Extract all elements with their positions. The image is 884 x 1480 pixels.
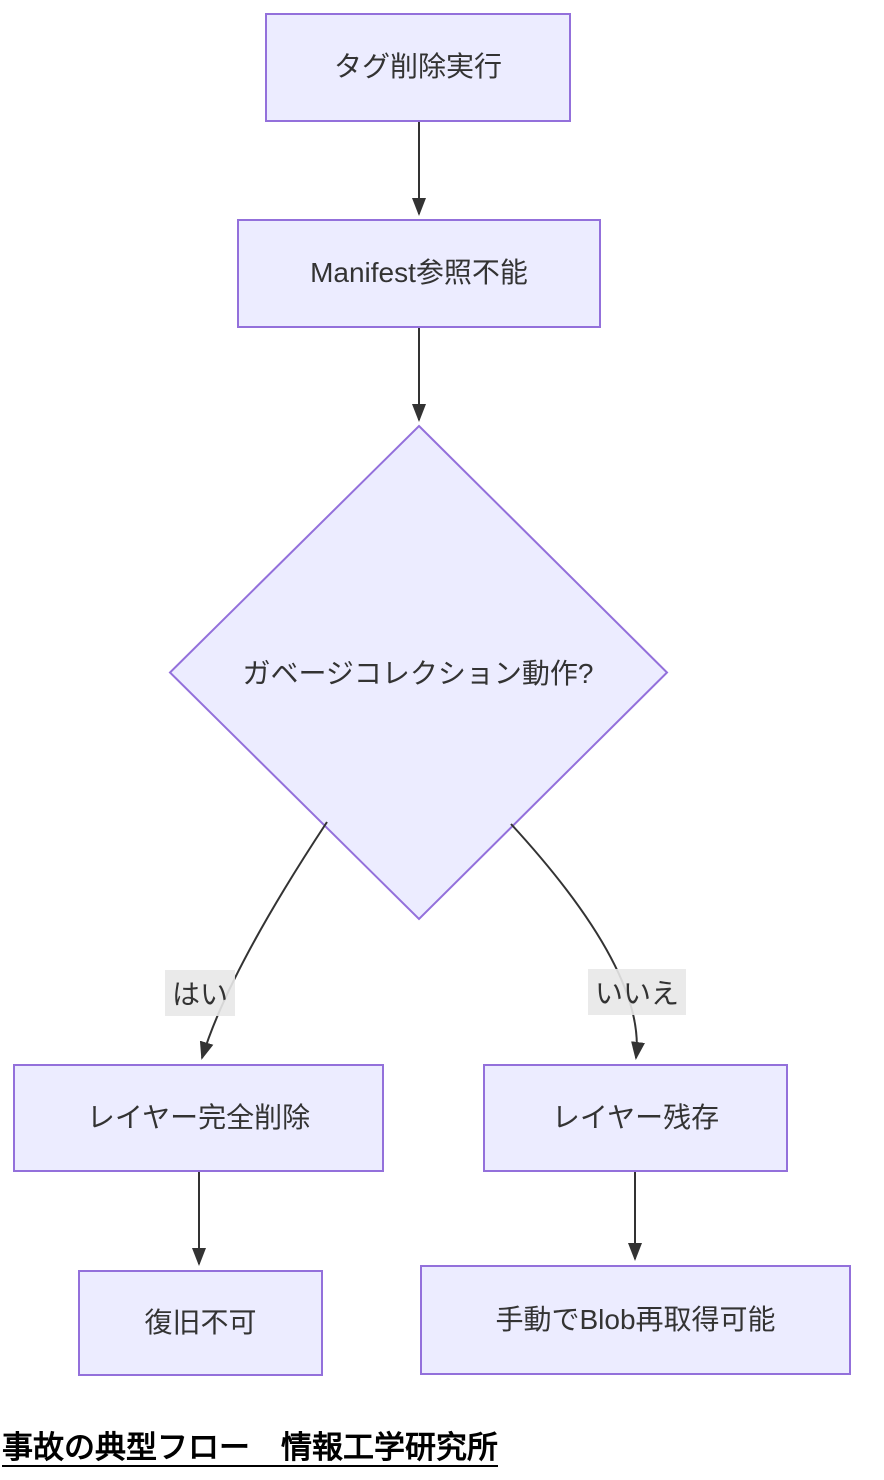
node-recovery-impossible: 復旧不可 [78, 1270, 323, 1376]
edge-label-yes-text: はい [171, 979, 229, 1010]
node-layer-fully-deleted: レイヤー完全削除 [13, 1064, 384, 1172]
edge-label-no: いいえ [587, 969, 687, 1015]
edge-label-yes: はい [164, 970, 236, 1016]
edge-c-to-e-no [510, 823, 645, 1060]
node-gc-question-label: ガベージコレクション動作? [242, 658, 594, 689]
node-layer-fully-deleted-label: レイヤー完全削除 [86, 1101, 311, 1133]
edge-label-no-text: いいえ [594, 978, 680, 1009]
node-tag-delete-exec: タグ削除実行 [265, 13, 571, 122]
diagram-caption: 事故の典型フロー 情報工学研究所 [2, 1430, 498, 1465]
node-tag-delete-exec-label: タグ削除実行 [333, 51, 502, 83]
node-manual-blob-refetch-label: 手動でBlob再取得可能 [495, 1303, 776, 1335]
node-layer-remains-label: レイヤー残存 [551, 1101, 720, 1133]
edge-c-to-d-yes [199, 821, 328, 1060]
node-manual-blob-refetch: 手動でBlob再取得可能 [420, 1265, 851, 1375]
decision-diamond-shape [168, 424, 669, 921]
node-layer-remains: レイヤー残存 [483, 1064, 788, 1172]
node-gc-question: ガベージコレクション動作? [168, 642, 668, 702]
node-manifest-unreferencable: Manifest参照不能 [237, 219, 601, 328]
node-recovery-impossible-label: 復旧不可 [144, 1306, 257, 1338]
node-manifest-unreferencable-label: Manifest参照不能 [310, 257, 528, 289]
